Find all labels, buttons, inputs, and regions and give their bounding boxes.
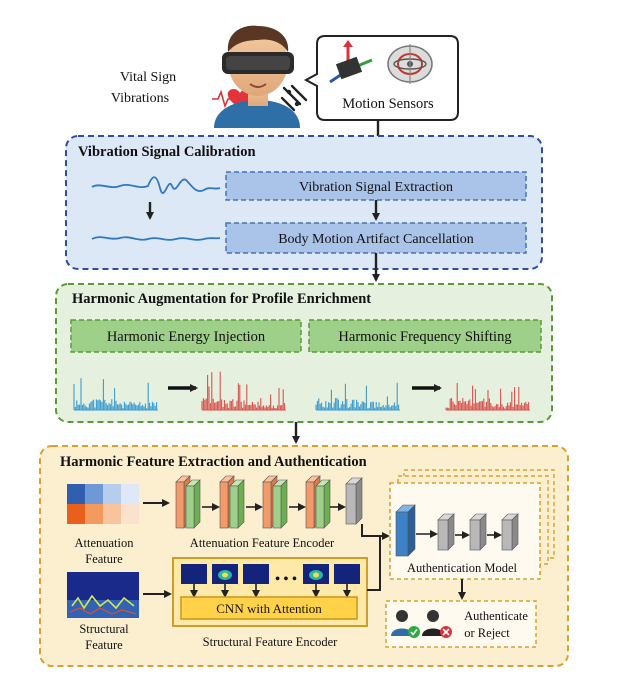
heatmap-cell [121,504,139,524]
vibration-signal-extraction-box [225,171,527,201]
structural-encoder-label: Structural Feature Encoder [203,635,339,649]
layer-front [175,481,185,529]
cnn-attention-box [180,596,358,620]
layer-front [185,485,195,529]
attenuation-encoder-layers [175,475,363,529]
accelerometer-icon [329,40,373,84]
calibration-section: Vibration Signal Calibration Vibration S… [65,135,543,270]
calibration-title: Vibration Signal Calibration [78,144,256,160]
feature-map-tile [181,564,207,584]
motion-lines-icon [280,84,308,112]
rejected-user-icon [422,610,452,638]
layer-front [229,485,239,529]
structural-feature-line2: Feature [85,638,123,652]
vital-sign-line2: Vibrations [111,91,169,106]
heatmap-cell [103,504,121,524]
layer-side [511,513,519,551]
structural-feature-spectrogram [67,572,139,618]
motion-artifact-cancellation-label: Body Motion Artifact Cancellation [278,232,474,247]
spectrum-augmented-1 [201,371,286,411]
structural-feature-line1: Structural [79,622,129,636]
layer-side [323,479,331,529]
harmonic-section: Harmonic Augmentation for Profile Enrich… [55,283,553,423]
heatmap-cell [67,484,85,504]
raw-vibration-waveform [91,176,221,194]
layer-side [447,513,455,551]
layer-front [501,519,513,551]
heatmap-cell [67,504,85,524]
motion-artifact-cancellation-box [225,222,527,254]
layer-front [305,481,315,529]
feature-map-tile [334,564,360,584]
harmonic-frequency-shifting-box [308,319,542,353]
vital-sign-label: Vital Sign Vibrations [111,70,176,106]
attention-core [313,572,319,578]
vital-sign-line1: Vital Sign [120,70,176,85]
layer-side [407,504,416,557]
authentication-model-label: Authentication Model [407,561,518,575]
spectrum-original-2 [315,382,400,411]
heatmap-cell [121,484,139,504]
heatmap-cell [85,484,103,504]
attention-core [222,572,228,578]
vibration-signal-extraction-label: Vibration Signal Extraction [299,180,453,195]
gyroscope-icon [387,44,433,84]
harmonic-energy-injection-box [70,319,302,353]
motion-sensors-box: Motion Sensors [303,35,459,121]
harmonic-title: Harmonic Augmentation for Profile Enrich… [72,291,371,307]
layer-front [262,481,272,529]
decision-box [385,600,537,648]
attenuation-feature-line2: Feature [85,552,123,566]
authenticated-user-icon [391,610,420,638]
attenuation-feature-heatmap [67,484,139,524]
heart-pulse-icon [212,89,253,109]
layer-front [395,511,409,557]
harmonic-energy-injection-label: Harmonic Energy Injection [107,329,266,345]
structural-encoder-box: • • • CNN with Attention [172,557,368,627]
layer-front [345,483,357,525]
extraction-title: Harmonic Feature Extraction and Authenti… [60,454,367,470]
attenuation-encoder-label: Attenuation Feature Encoder [190,536,335,550]
layer-front [219,481,229,529]
attention-feature-maps [181,564,360,598]
layer-side [280,479,288,529]
layer-side [193,479,201,529]
layer-front [272,485,282,529]
arrow-struct-to-auth [367,536,381,591]
spectrum-original-1 [73,378,158,411]
layer-front [437,519,449,551]
attenuation-feature-line1: Attenuation [74,536,134,550]
extraction-section: Harmonic Feature Extraction and Authenti… [39,445,569,667]
ellipsis-label: • • • [275,572,297,587]
authentication-model-layers [395,504,519,557]
harmonic-frequency-shifting-label: Harmonic Frequency Shifting [338,329,511,345]
spectrum-augmented-2 [445,382,530,411]
layer-side [237,479,245,529]
or-reject-label: or Reject [464,626,510,640]
vr-headset-person-icon [214,25,300,128]
motion-sensors-label: Motion Sensors [342,96,434,112]
clean-vibration-waveform [91,236,221,241]
feature-map-tile [243,564,269,584]
layer-front [469,519,481,551]
layer-front [315,485,325,529]
layer-side [355,477,363,525]
cnn-attention-label: CNN with Attention [216,601,322,616]
heatmap-cell [85,504,103,524]
layer-side [479,513,487,551]
heatmap-cell [103,484,121,504]
authenticate-label: Authenticate [464,609,528,623]
